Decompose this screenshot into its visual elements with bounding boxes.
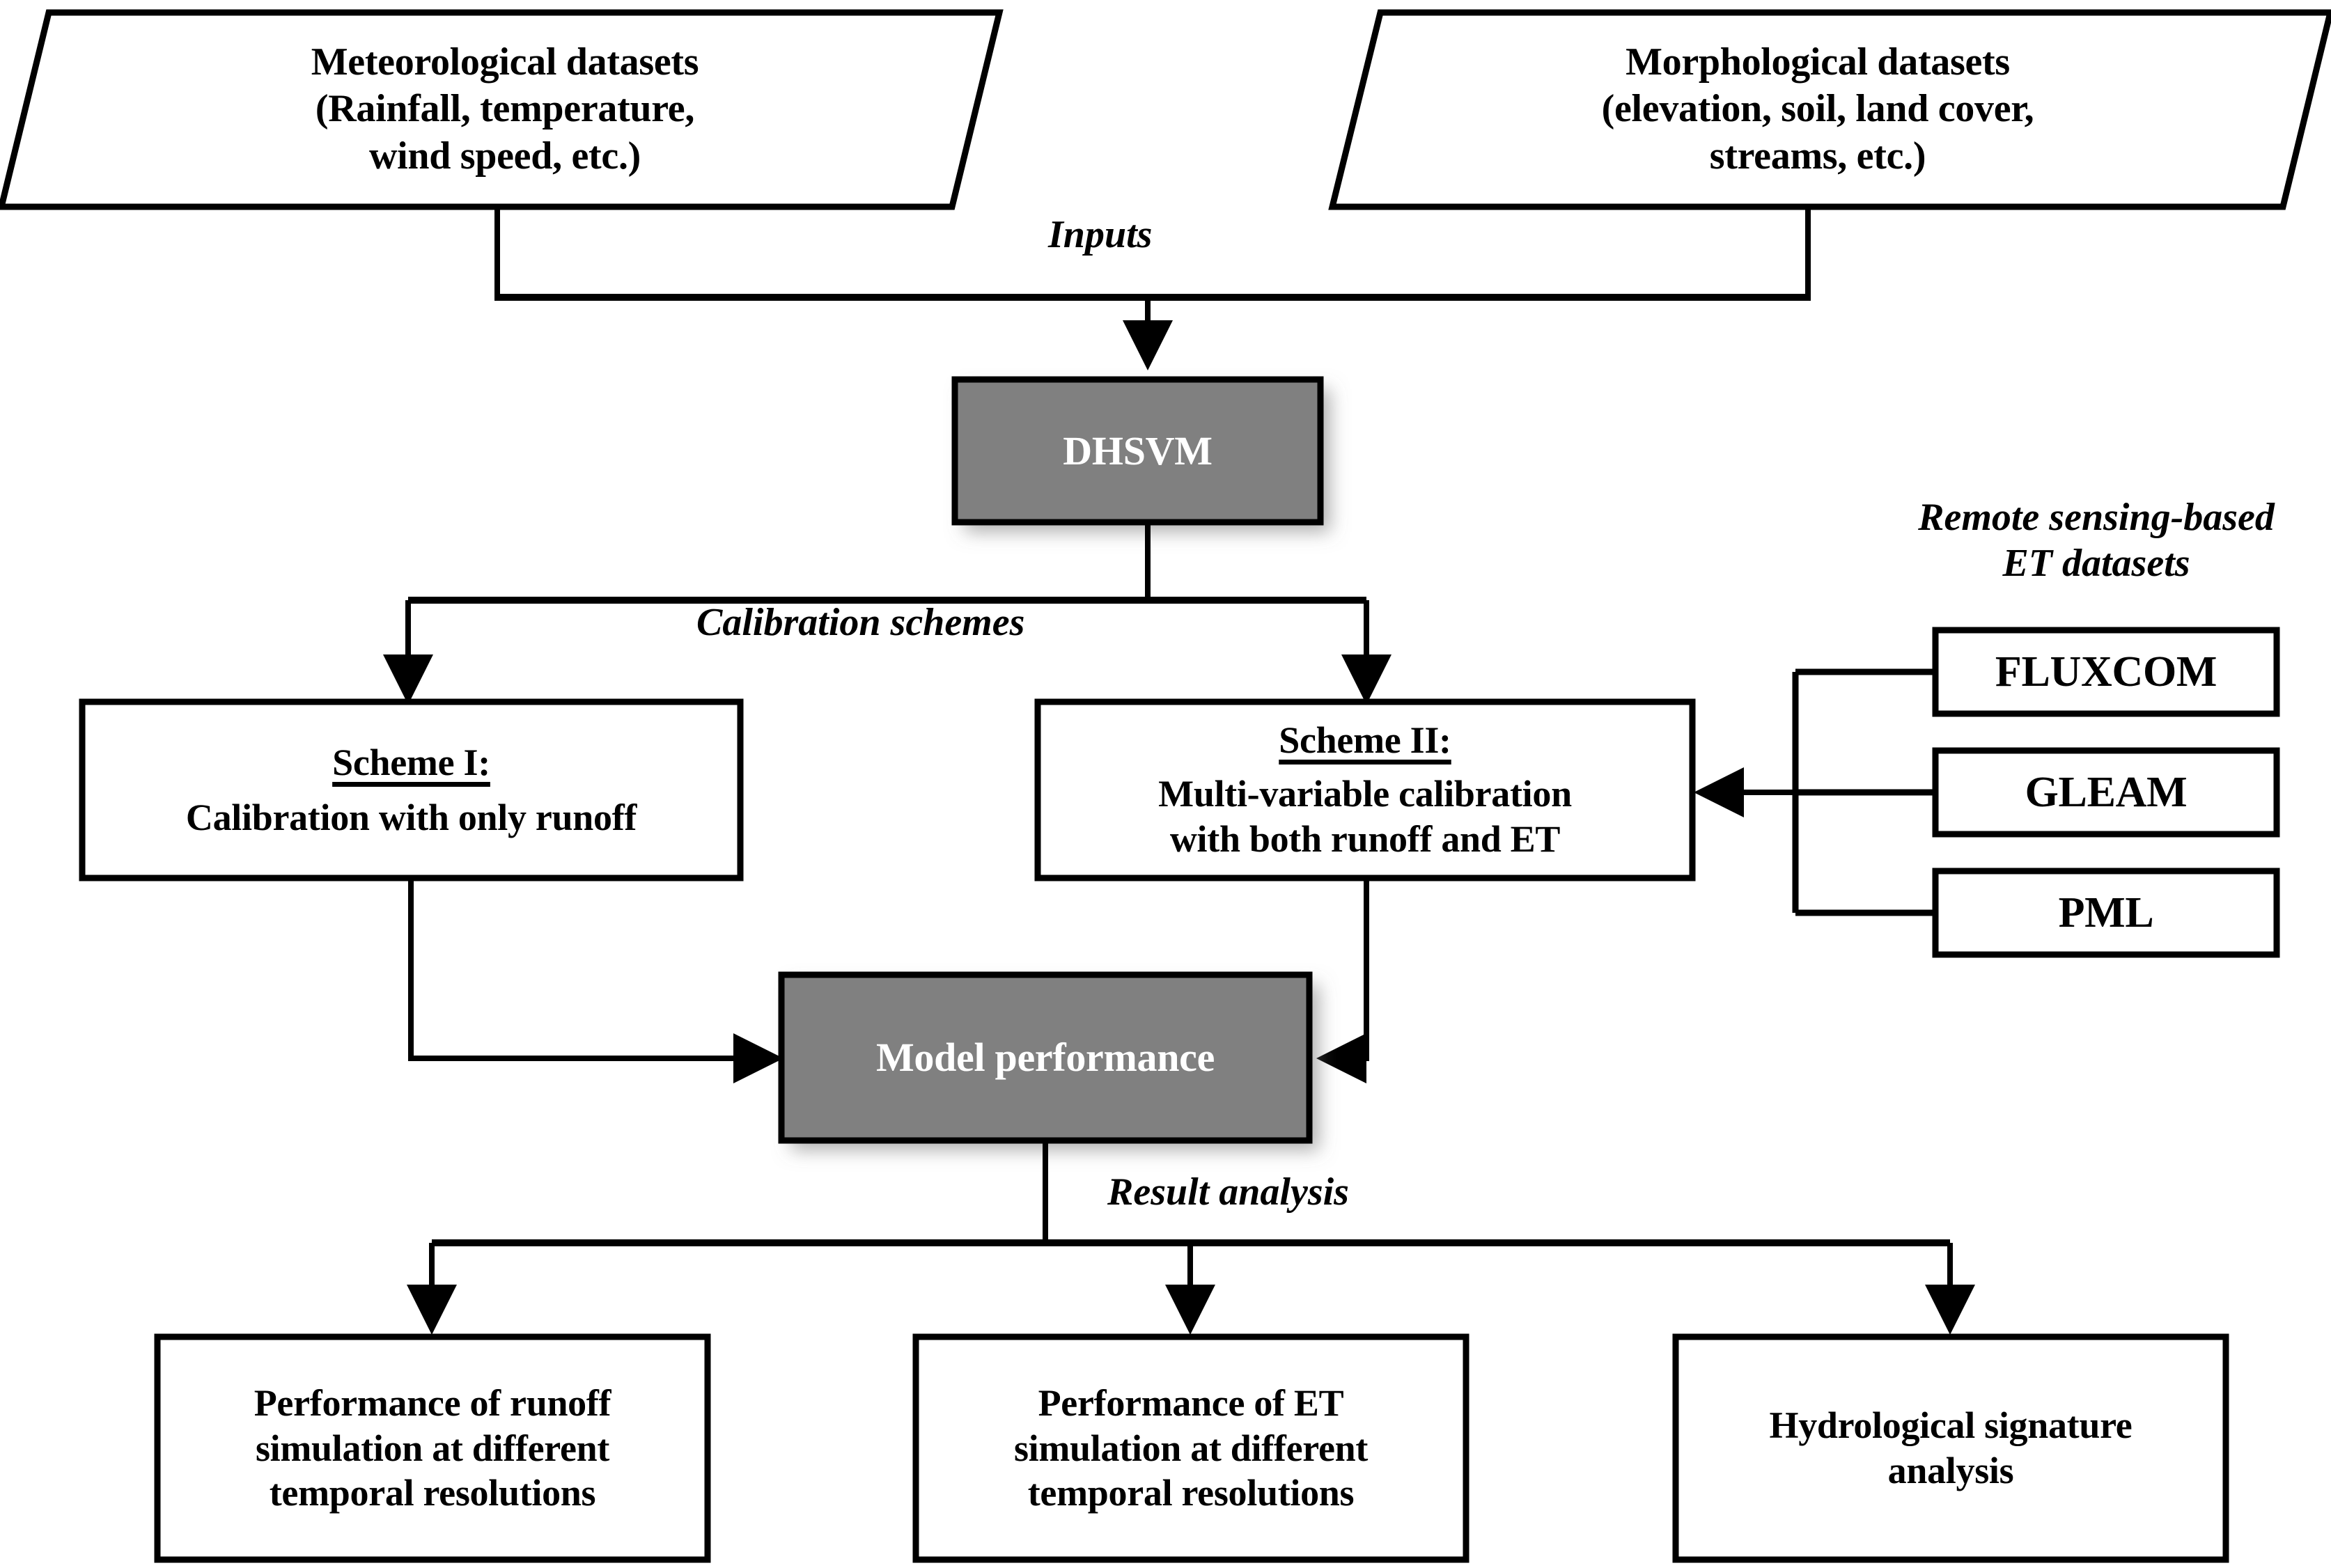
morphological-datasets-shape <box>1328 9 2331 210</box>
dhsvm-box <box>951 376 1324 526</box>
et-title-line-2: ET datasets <box>2002 542 2190 586</box>
pml-box <box>1932 868 2280 958</box>
fluxcom-box <box>1932 627 2280 717</box>
scheme-one-to-performance-arrow <box>408 878 784 1083</box>
inputs-edge-label: Inputs <box>1048 213 1153 256</box>
output-box-signature <box>1672 1333 2229 1563</box>
scheme-two-to-performance-arrow <box>1316 878 1369 1083</box>
meteorological-datasets-shape <box>0 9 1004 210</box>
et-datasets-group-title: Remote sensing-based ET datasets <box>1866 494 2326 586</box>
model-performance-box <box>778 971 1313 1144</box>
scheme-two-box <box>1034 698 1696 881</box>
gleam-box <box>1932 747 2280 838</box>
et-title-line-1: Remote sensing-based <box>1918 496 2275 539</box>
calibration-schemes-edge-label: Calibration schemes <box>696 601 1025 644</box>
scheme-one-box <box>79 698 744 881</box>
output-box-et <box>912 1333 1469 1563</box>
result-analysis-edge-label: Result analysis <box>1107 1170 1349 1214</box>
output-box-runoff <box>154 1333 711 1563</box>
